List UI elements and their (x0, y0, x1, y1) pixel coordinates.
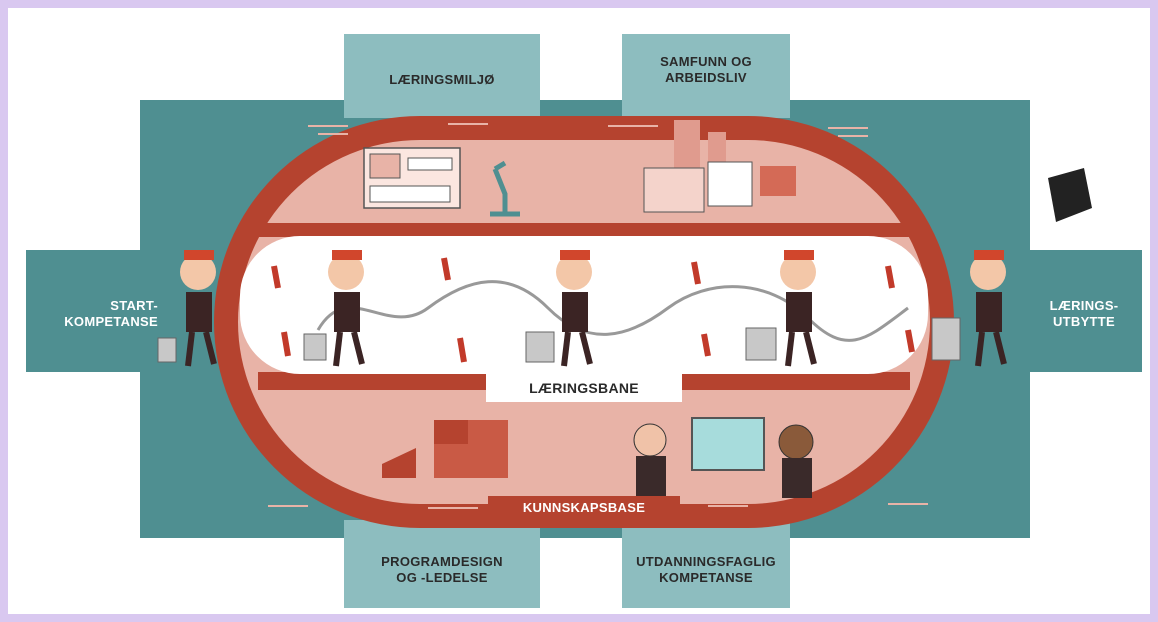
brick-pattern (258, 123, 928, 509)
label-society: SAMFUNN OG ARBEIDSLIV (622, 54, 790, 86)
student-figure-icon (180, 250, 217, 367)
label-teaching-line1: UTDANNINGSFAGLIG (636, 554, 776, 569)
label-society-line2: ARBEIDSLIV (665, 70, 747, 85)
label-program-line1: PROGRAMDESIGN (381, 554, 503, 569)
label-learning-environment: LÆRINGSMILJØ (389, 72, 495, 87)
label-knowledge-base: KUNNSKAPSBASE (522, 500, 646, 515)
label-start-line2: KOMPETANSE (64, 314, 158, 329)
building-icon (363, 147, 461, 209)
suitcase-icons (157, 317, 961, 363)
student-figure-icon (328, 250, 365, 367)
learning-path-plate (486, 374, 682, 402)
tab-society (622, 34, 790, 118)
label-teaching-line2: KOMPETANSE (659, 570, 753, 585)
label-program-line2: OG -LEDELSE (396, 570, 488, 585)
label-program-design: PROGRAMDESIGN OG -LEDELSE (344, 554, 540, 586)
tab-learning-environment (344, 34, 540, 118)
microscope-icon (490, 160, 520, 217)
label-learning-outcome: LÆRINGS- UTBYTTE (1026, 298, 1142, 330)
factory-icon (643, 120, 796, 213)
student-figure-icon (970, 250, 1007, 367)
student-figure-icon (556, 250, 593, 367)
tab-program-design (344, 520, 540, 608)
teacher-left-icon (633, 423, 667, 496)
brick-stack-icon (382, 420, 508, 478)
label-outcome-line2: UTBYTTE (1052, 314, 1116, 329)
diagram-frame: LÆRINGSMILJØ SAMFUNN OG ARBEIDSLIV START… (8, 8, 1150, 614)
label-society-line1: SAMFUNN OG (660, 54, 752, 69)
whiteboard-icon (691, 417, 765, 471)
label-start-competence: START- KOMPETANSE (26, 298, 158, 330)
hurdle-icons (271, 257, 915, 363)
track-diagram (26, 34, 1142, 608)
tab-teaching-competence (622, 520, 790, 608)
top-band-edge (258, 223, 910, 237)
student-figure-icon (780, 250, 817, 367)
graduation-cap-icon (1048, 168, 1092, 222)
label-learning-path: LÆRINGSBANE (529, 380, 639, 396)
teacher-right-icon (778, 424, 814, 498)
label-teaching-competence: UTDANNINGSFAGLIG KOMPETANSE (622, 554, 790, 586)
rope-line (316, 280, 909, 342)
knowledge-base-plate (488, 496, 680, 520)
label-start-line1: START- (110, 298, 158, 313)
label-outcome-line1: LÆRINGS- (1049, 298, 1119, 313)
